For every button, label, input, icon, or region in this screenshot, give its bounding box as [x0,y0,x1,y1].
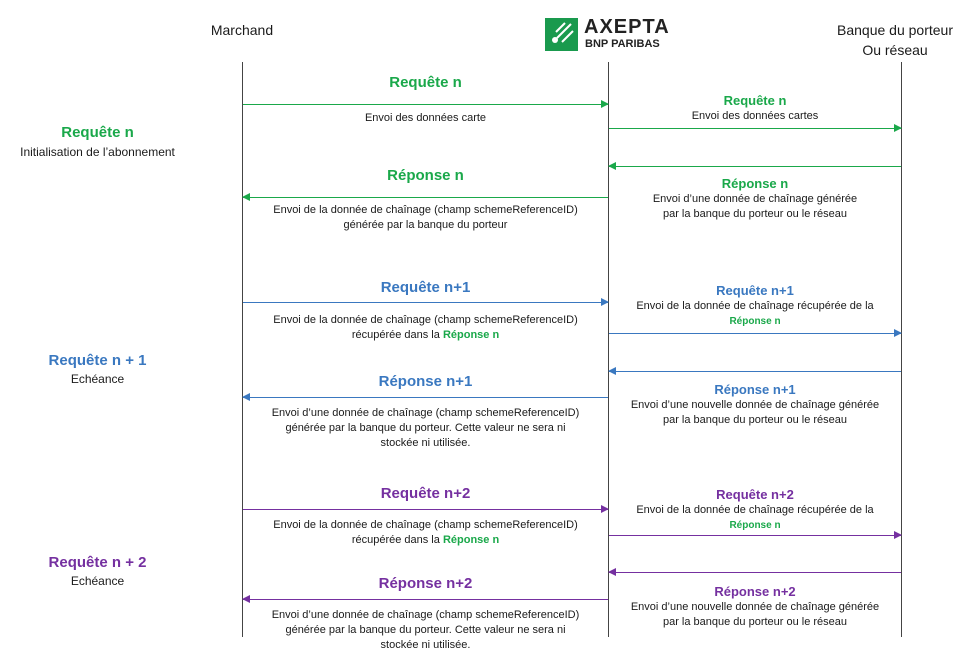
right-req-n2-ref: Réponse n [729,520,781,531]
left-req-n2-text: Envoi de la donnée de chaînage (champ sc… [243,518,608,548]
right-rep-n-text: Envoi d’une donnée de chaînage générée p… [609,192,901,222]
right-rep-n-line1: Envoi d’une donnée de chaînage générée [652,193,858,205]
arrow-req-n-left [243,100,609,108]
left-req-n1-line1: Envoi de la donnée de chaînage (champ sc… [273,314,578,326]
right-rep-n2-line1: Envoi d’une nouvelle donnée de chaînage … [630,601,880,613]
arrow-rep-n2-left [242,595,608,603]
left-req-n1-title: Requête n+1 [380,279,471,296]
logo-brand: AXEPTA [584,16,670,38]
right-rep-n1-line2: par la banque du porteur ou le réseau [662,414,848,426]
axepta-logo: AXEPTA BNP PARIBAS [543,16,673,54]
left-rep-n2-line3: stockée ni utilisée. [380,639,471,651]
arrow-req-n1-right [609,329,902,337]
right-req-n2-title: Requête n+2 [716,487,794,502]
right-rep-n1-line1: Envoi d’une nouvelle donnée de chaînage … [630,399,880,411]
phase-1-title: Requête n [61,124,134,141]
left-rep-n2-line2: générée par la banque du porteur. Cette … [285,624,566,636]
right-req-n-title: Requête n [723,93,787,108]
phase-2-title: Requête n + 1 [48,352,147,369]
left-rep-n-title: Réponse n [387,167,464,184]
left-rep-n2-text: Envoi d’une donnée de chaînage (champ sc… [243,608,608,653]
phase-1-subtitle: Initialisation de l’abonnement [20,145,175,159]
phase-3-title: Requête n + 2 [48,554,147,571]
left-req-n-title: Requête n [389,74,462,91]
right-rep-n-line2: par la banque du porteur ou le réseau [662,208,848,220]
phase-3-subtitle: Echéance [70,574,125,588]
arrow-req-n1-left [243,298,609,306]
right-req-n1-line1: Envoi de la donnée de chaînage récupérée… [636,300,874,312]
left-req-n2-line2: récupérée dans la [351,534,443,546]
bnp-stars-icon [545,18,578,51]
right-rep-n2-text: Envoi d’une nouvelle donnée de chaînage … [609,600,901,630]
left-rep-n2-line1: Envoi d’une donnée de chaînage (champ sc… [271,609,580,621]
right-req-n2-text: Envoi de la donnée de chaînage récupérée… [609,503,901,533]
left-req-n1-text: Envoi de la donnée de chaînage (champ sc… [243,313,608,343]
actor-bank: Banque du porteur Ou réseau [820,20,970,60]
left-rep-n-line2: générée par la banque du porteur [343,219,508,231]
left-req-n2-ref: Réponse n [442,534,500,546]
right-rep-n-title: Réponse n [721,176,789,191]
logo-sub: BNP PARIBAS [585,38,660,50]
left-rep-n1-line3: stockée ni utilisée. [380,437,471,449]
right-rep-n2-title: Réponse n+2 [714,584,796,599]
left-req-n-text: Envoi des données carte [364,112,487,124]
left-rep-n1-title: Réponse n+1 [378,373,473,390]
left-rep-n2-title: Réponse n+2 [378,575,473,592]
right-req-n1-ref: Réponse n [729,316,781,327]
right-req-n-text: Envoi des données cartes [691,110,819,122]
left-rep-n1-line1: Envoi d’une donnée de chaînage (champ sc… [271,407,580,419]
right-req-n1-title: Requête n+1 [716,283,794,298]
lifeline-bank [901,62,902,637]
right-req-n1-text: Envoi de la donnée de chaînage récupérée… [609,299,901,329]
left-req-n1-ref: Réponse n [442,329,500,341]
left-rep-n-text: Envoi de la donnée de chaînage (champ sc… [243,203,608,233]
arrow-req-n-right [609,124,902,132]
left-req-n1-line2: récupérée dans la [351,329,443,341]
lifeline-axepta [608,62,609,637]
actor-bank-line1: Banque du porteur [837,22,953,38]
left-rep-n1-text: Envoi d’une donnée de chaînage (champ sc… [243,406,608,451]
left-rep-n1-line2: générée par la banque du porteur. Cette … [285,422,566,434]
left-rep-n-line1: Envoi de la donnée de chaînage (champ sc… [273,204,578,216]
arrow-rep-n1-right [608,367,901,375]
left-req-n2-line1: Envoi de la donnée de chaînage (champ sc… [273,519,578,531]
actor-merchant-label: Marchand [210,22,274,38]
actor-bank-line2: Ou réseau [862,42,928,58]
arrow-req-n2-left [243,505,609,513]
arrow-rep-n-right [608,162,901,170]
actor-merchant: Marchand [192,20,292,40]
left-req-n2-title: Requête n+2 [380,485,471,502]
arrow-rep-n1-left [242,393,608,401]
arrow-rep-n2-right [608,568,901,576]
right-req-n2-line1: Envoi de la donnée de chaînage récupérée… [636,504,874,516]
lifeline-merchant [242,62,243,637]
arrow-rep-n-left [242,193,608,201]
arrow-req-n2-right [609,531,902,539]
right-rep-n1-title: Réponse n+1 [714,382,796,397]
right-rep-n2-line2: par la banque du porteur ou le réseau [662,616,848,628]
phase-2-subtitle: Echéance [70,372,125,386]
right-rep-n1-text: Envoi d’une nouvelle donnée de chaînage … [609,398,901,428]
